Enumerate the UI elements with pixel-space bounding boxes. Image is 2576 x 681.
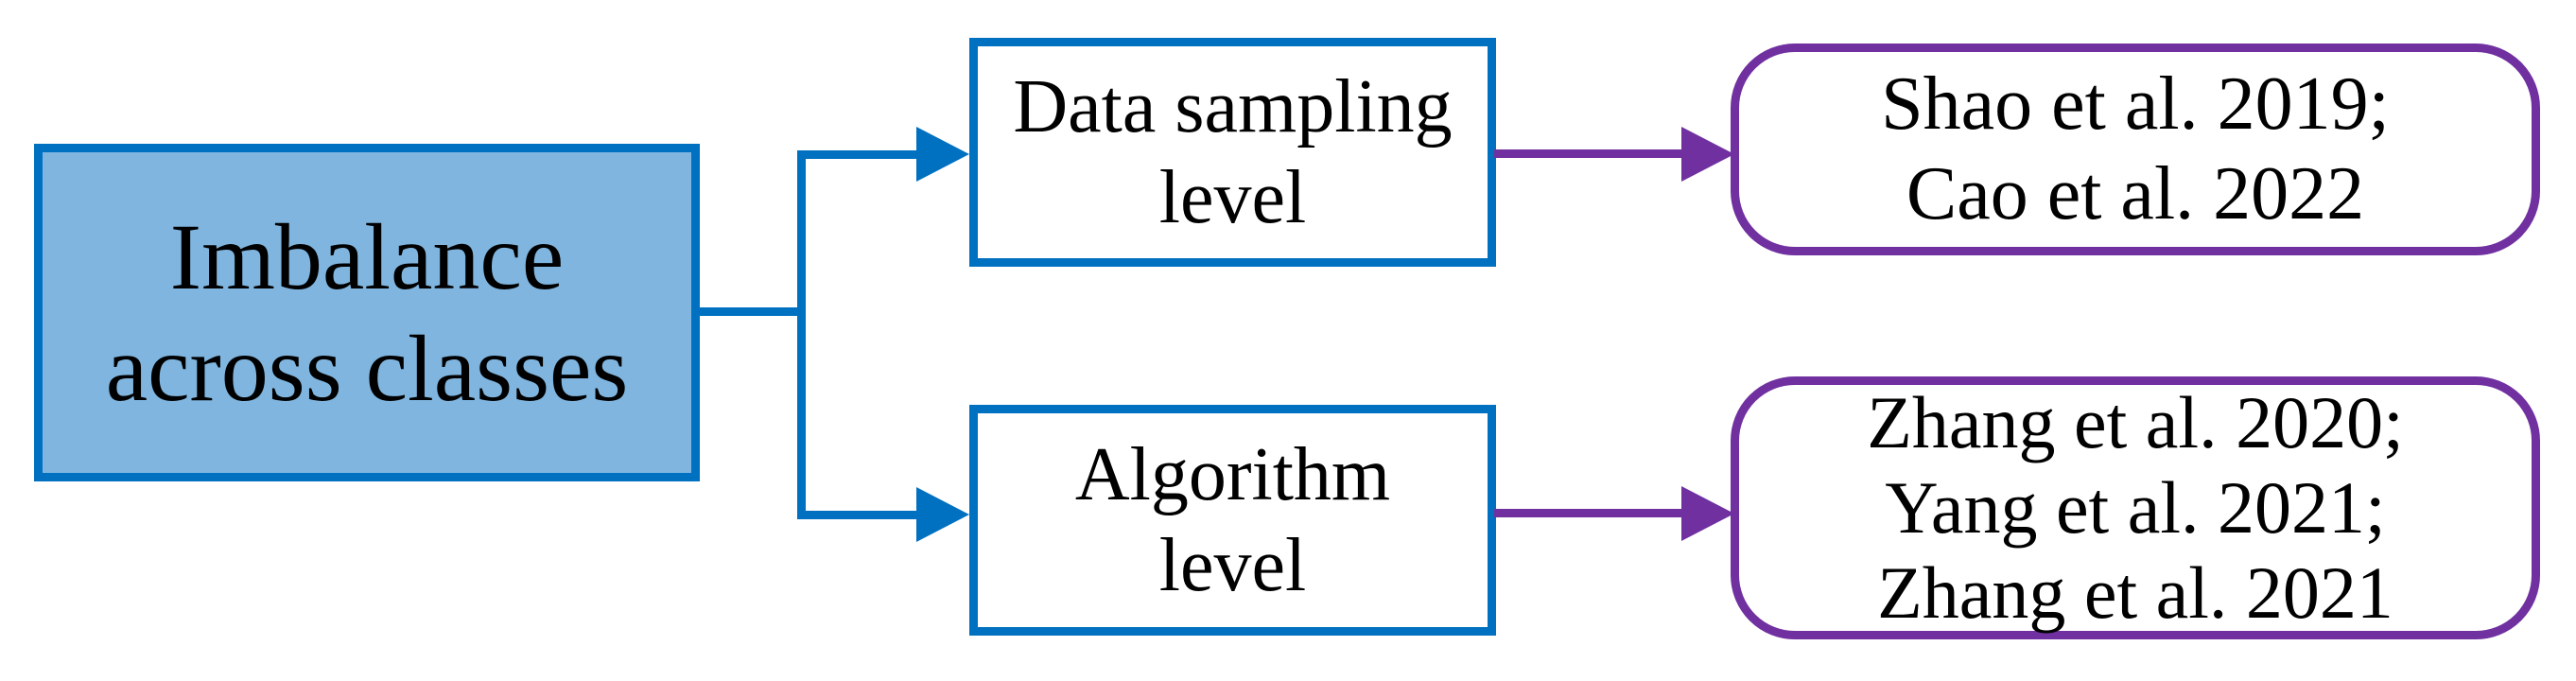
connector-branch-bottom-line	[797, 511, 922, 519]
connector-branch-top-line	[797, 150, 922, 159]
references-data-sampling-level: Shao et al. 2019; Cao et al. 2022	[1731, 44, 2540, 255]
arrowhead-references-top-icon	[1681, 127, 1734, 182]
node-data-sampling-level-line: Data sampling	[1013, 65, 1453, 148]
arrowhead-branch-top-icon	[916, 127, 969, 182]
connector-references-bottom-line	[1494, 509, 1685, 517]
node-data-sampling-level: Data sampling level	[969, 38, 1496, 267]
arrowhead-branch-bottom-icon	[916, 487, 969, 542]
connector-trunk-line	[700, 307, 806, 316]
connector-references-top-line	[1494, 149, 1685, 158]
node-algorithm-level: Algorithm level	[969, 405, 1496, 636]
reference-citation-line: Cao et al. 2022	[1906, 152, 2365, 236]
reference-citation-line: Yang et al. 2021;	[1885, 466, 2386, 549]
arrowhead-references-bottom-icon	[1681, 486, 1734, 541]
root-node-line: across classes	[105, 315, 629, 421]
node-algorithm-level-line: level	[1158, 524, 1307, 607]
reference-citation-line: Zhang et al. 2020;	[1867, 381, 2404, 463]
root-node-line: Imbalance	[169, 203, 565, 309]
connector-split-line	[797, 150, 806, 519]
root-node-imbalance-across-classes: Imbalance across classes	[34, 144, 700, 481]
references-algorithm-level: Zhang et al. 2020; Yang et al. 2021; Zha…	[1731, 376, 2540, 639]
reference-citation-line: Zhang et al. 2021	[1877, 551, 2393, 634]
node-algorithm-level-line: Algorithm	[1074, 433, 1391, 516]
node-data-sampling-level-line: level	[1158, 156, 1307, 239]
reference-citation-line: Shao et al. 2019;	[1881, 62, 2390, 146]
